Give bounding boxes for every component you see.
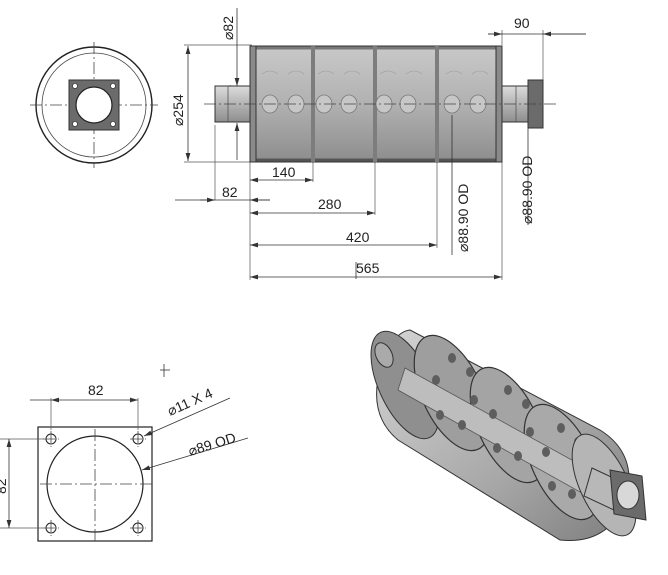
dim-90-label: 90 [514,15,530,31]
flange-view: 82 82 ⌀11 X 4 ⌀89 OD [0,364,249,542]
dim-82-label: ⌀82 [220,16,236,40]
isometric-view [370,329,647,542]
end-view-hole-bl [72,121,78,127]
flange-dim-width-label: 82 [88,382,104,398]
dim-420-label: 420 [346,229,370,245]
flange-bore-label: ⌀89 OD [186,429,237,459]
iso-outlet-bore [616,480,640,510]
dim-254-label: ⌀254 [170,94,186,126]
end-view [30,42,158,168]
iso-inlet-pipe [374,342,394,368]
flange-bore-leader [141,437,249,471]
flange-hole-centerlines [43,431,146,536]
dim-od-left-label: ⌀88.90 OD [455,184,471,252]
dim-565-label: 565 [356,260,380,276]
side-baffle-3 [435,46,439,162]
flange-holes-leader [143,397,231,437]
dim-280-label: 280 [318,196,342,212]
end-view-pipe-bore [75,86,113,124]
flange-holes-label: ⌀11 X 4 [165,385,215,419]
dim-od-right-label: ⌀88.90 OD [519,156,535,224]
end-view-hole-tl [72,83,78,89]
side-view: ⌀254 ⌀82 90 140 82 280 420 565 ⌀88.90 OD [170,8,586,280]
end-view-hole-tr [110,83,116,89]
dim-82h-label: 82 [222,184,238,200]
side-perforation-ghosts [261,70,489,75]
dim-140-label: 140 [272,164,296,180]
flange-dim-height-label: 82 [0,478,9,494]
end-view-hole-br [110,121,116,127]
